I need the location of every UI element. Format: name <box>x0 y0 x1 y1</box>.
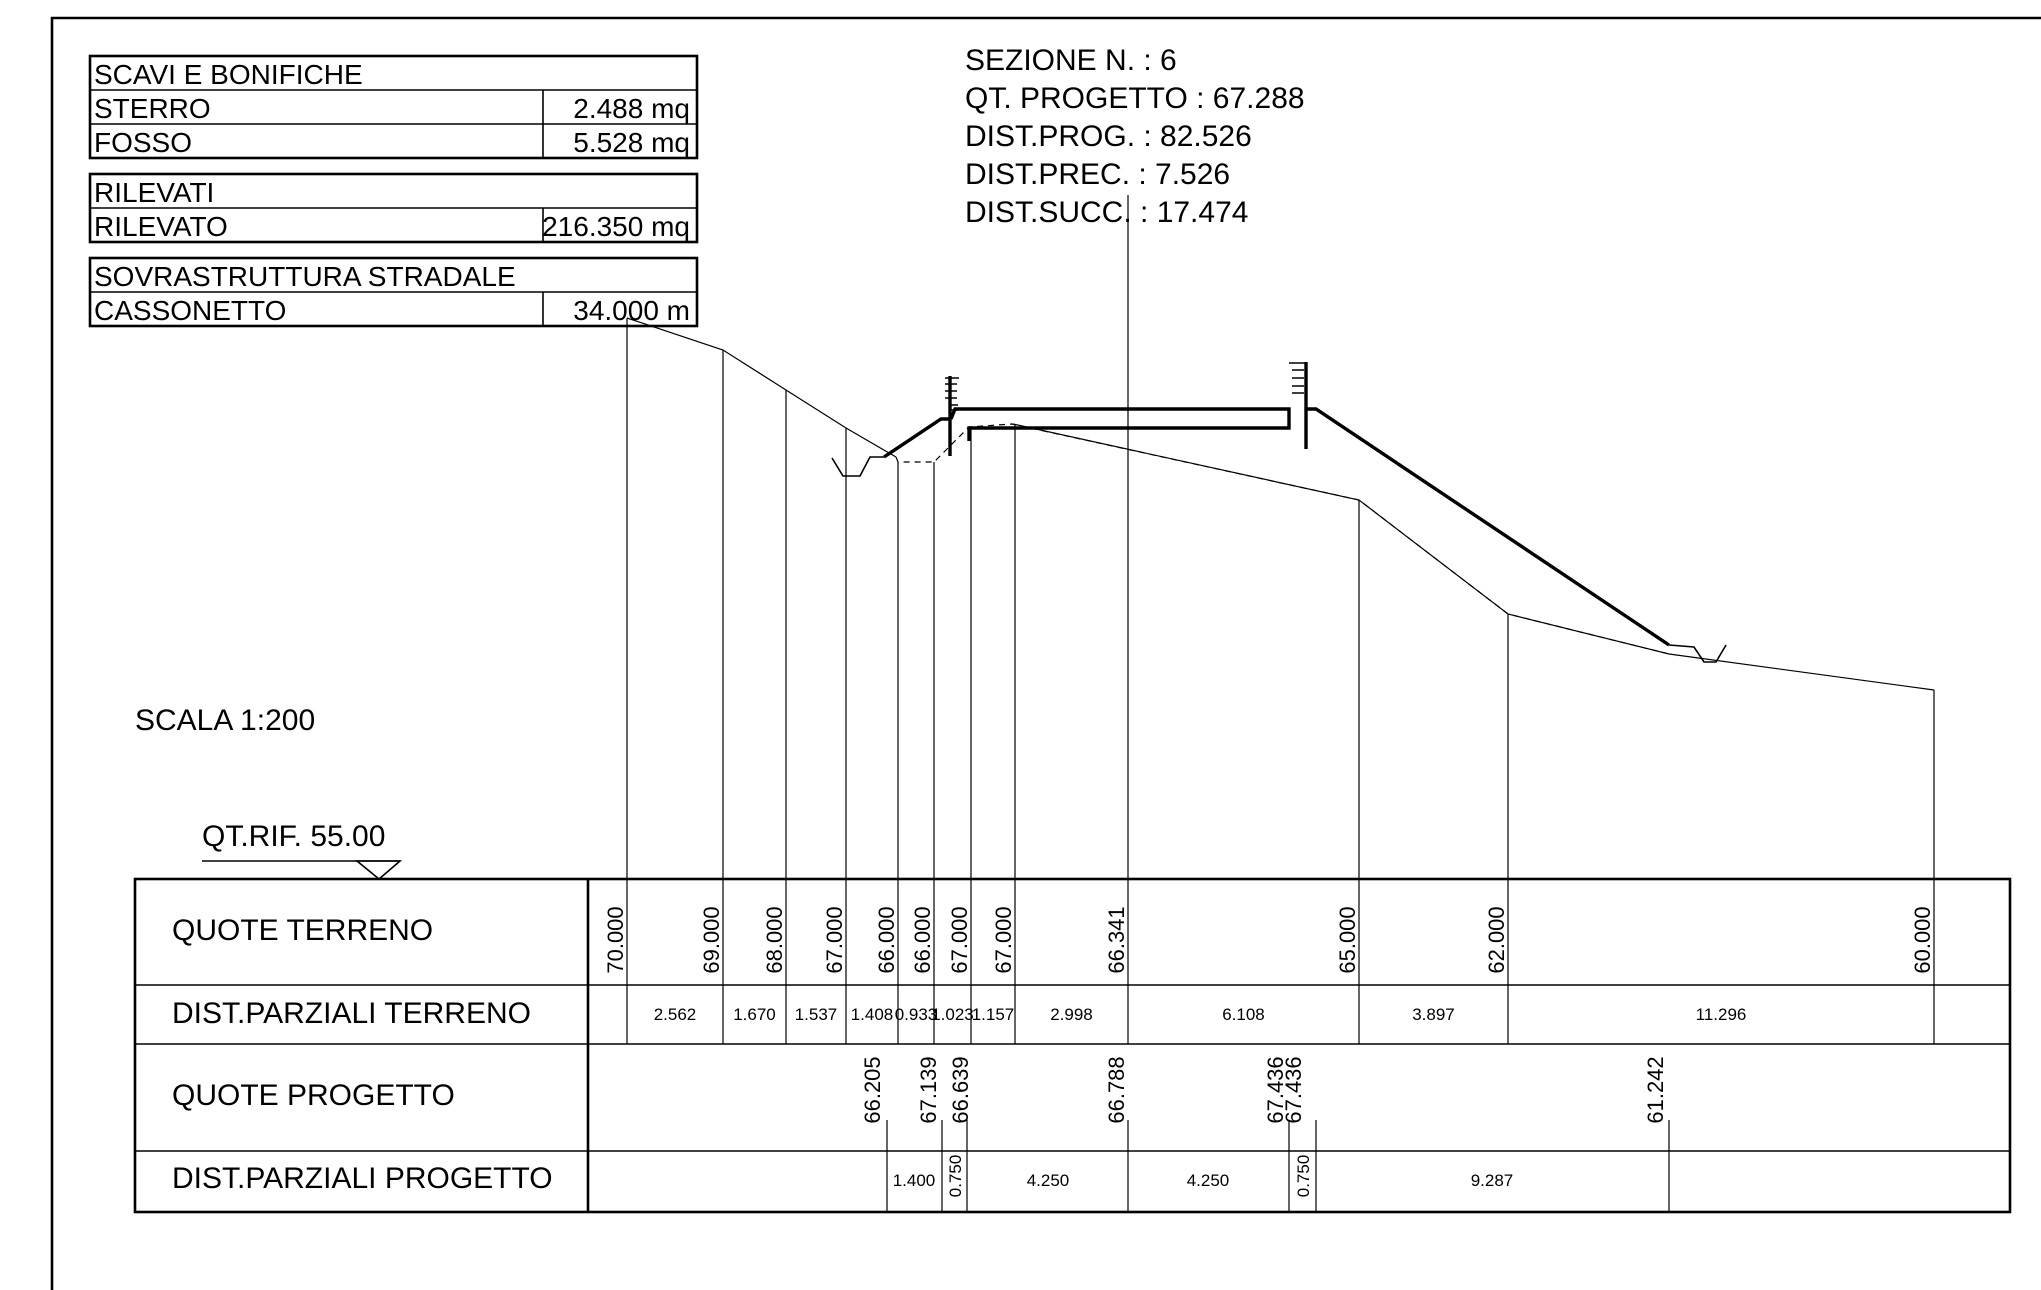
project-distance-value: 4.250 <box>1187 1171 1230 1190</box>
label-sterro: STERRO <box>94 93 211 124</box>
value-rilevato: 216.350 mq <box>542 211 690 242</box>
terrain-elevation-value: 66.000 <box>874 906 899 973</box>
label-cassonetto: CASSONETTO <box>94 295 286 326</box>
terrain-distance-value: 2.998 <box>1050 1005 1093 1024</box>
section-info: SEZIONE N. : 6 QT. PROGETTO : 67.288 DIS… <box>965 44 1305 229</box>
terrain-elevation-value: 66.000 <box>910 906 935 973</box>
value-cassonetto: 34.000 m <box>573 295 690 326</box>
volumes-table-rilevati: RILEVATI RILEVATO 216.350 mq <box>88 172 699 244</box>
table-title-scavi: SCAVI E BONIFICHE <box>94 59 363 90</box>
project-elevation-value: 66.205 <box>860 1056 885 1123</box>
station-lines <box>626 318 1935 1044</box>
terrain-elevation-value: 70.000 <box>603 906 628 973</box>
section-number: SEZIONE N. : 6 <box>965 44 1177 77</box>
project-elevation: QT. PROGETTO : 67.288 <box>965 82 1305 115</box>
terrain-distance-value: 11.296 <box>1696 1005 1747 1024</box>
terrain-distance-value: 2.562 <box>654 1005 697 1024</box>
profile-band-table: QUOTE TERRENO DIST.PARZIALI TERRENO QUOT… <box>133 877 2012 1214</box>
terrain-elevation-value: 66.341 <box>1104 906 1129 973</box>
value-fosso: 5.528 mq <box>573 127 690 158</box>
project-elevation-value: 67.436 <box>1263 1056 1288 1123</box>
value-sterro: 2.488 mq <box>573 93 690 124</box>
ground-dashed-line <box>895 423 1670 655</box>
terrain-distance-value: 3.897 <box>1412 1005 1455 1024</box>
volumes-table-scavi: SCAVI E BONIFICHE STERRO 2.488 mq FOSSO … <box>88 54 699 160</box>
project-elevation-value: 61.242 <box>1643 1056 1668 1123</box>
terrain-elevation-value: 67.000 <box>947 906 972 973</box>
project-distance-value: 0.750 <box>1294 1155 1313 1198</box>
terrain-elevation-value: 69.000 <box>699 906 724 973</box>
label-rilevato: RILEVATO <box>94 211 228 242</box>
project-distance-value: 9.287 <box>1471 1171 1514 1190</box>
terrain-elevation-value: 60.000 <box>1910 906 1935 973</box>
project-elevation-value: 67.436 <box>1281 1056 1306 1123</box>
terrain-elevation-value: 68.000 <box>762 906 787 973</box>
previous-distance: DIST.PREC. : 7.526 <box>965 158 1230 191</box>
project-elevation-value: 66.788 <box>1104 1056 1129 1123</box>
sheet-frame <box>50 16 2041 1290</box>
row-label-dist-progetto: DIST.PARZIALI PROGETTO <box>172 1162 553 1195</box>
reference-elevation-label: QT.RIF. 55.00 <box>202 820 385 853</box>
reference-marker <box>202 860 403 881</box>
terrain-elevation-value: 65.000 <box>1335 906 1360 973</box>
terrain-distance-value: 1.023 <box>931 1005 974 1024</box>
terrain-elevation-value: 62.000 <box>1484 906 1509 973</box>
progressive-distance: DIST.PROG. : 82.526 <box>965 120 1252 153</box>
terrain-distance-value: 1.157 <box>972 1005 1015 1024</box>
project-elevation-value: 67.139 <box>916 1056 941 1123</box>
terrain-elevation-value: 67.000 <box>822 906 847 973</box>
terrain-distance-value: 0.933 <box>895 1005 938 1024</box>
row-label-quote-progetto: QUOTE PROGETTO <box>172 1079 455 1112</box>
terrain-distance-value: 1.537 <box>795 1005 838 1024</box>
volumes-table-sovrastruttura: SOVRASTRUTTURA STRADALE CASSONETTO 34.00… <box>88 256 699 328</box>
project-embankment <box>831 362 1727 663</box>
project-distance-value: 0.750 <box>946 1155 965 1198</box>
terrain-distance-value: 6.108 <box>1222 1005 1265 1024</box>
project-distance-labels: 1.400 0.750 4.250 4.250 0.750 9.287 <box>893 1155 1514 1198</box>
project-distance-value: 1.400 <box>893 1171 936 1190</box>
row-label-dist-terreno: DIST.PARZIALI TERRENO <box>172 997 531 1030</box>
terrain-elevation-labels: 70.000 69.000 68.000 67.000 66.000 66.000 67.0… <box>603 906 1935 973</box>
scale-label: SCALA 1:200 <box>135 704 315 737</box>
project-distance-value: 4.250 <box>1027 1171 1070 1190</box>
table-title-sovrastruttura: SOVRASTRUTTURA STRADALE <box>94 261 516 292</box>
terrain-elevation-value: 67.000 <box>991 906 1016 973</box>
row-label-quote-terreno: QUOTE TERRENO <box>172 914 433 947</box>
terrain-distance-value: 1.408 <box>851 1005 894 1024</box>
terrain-distance-value: 1.670 <box>733 1005 776 1024</box>
next-distance: DIST.SUCC. : 17.474 <box>965 196 1248 229</box>
project-elevation-value: 66.639 <box>948 1056 973 1123</box>
existing-ground-line <box>626 317 1935 691</box>
label-fosso: FOSSO <box>94 127 192 158</box>
table-title-rilevati: RILEVATI <box>94 177 214 208</box>
